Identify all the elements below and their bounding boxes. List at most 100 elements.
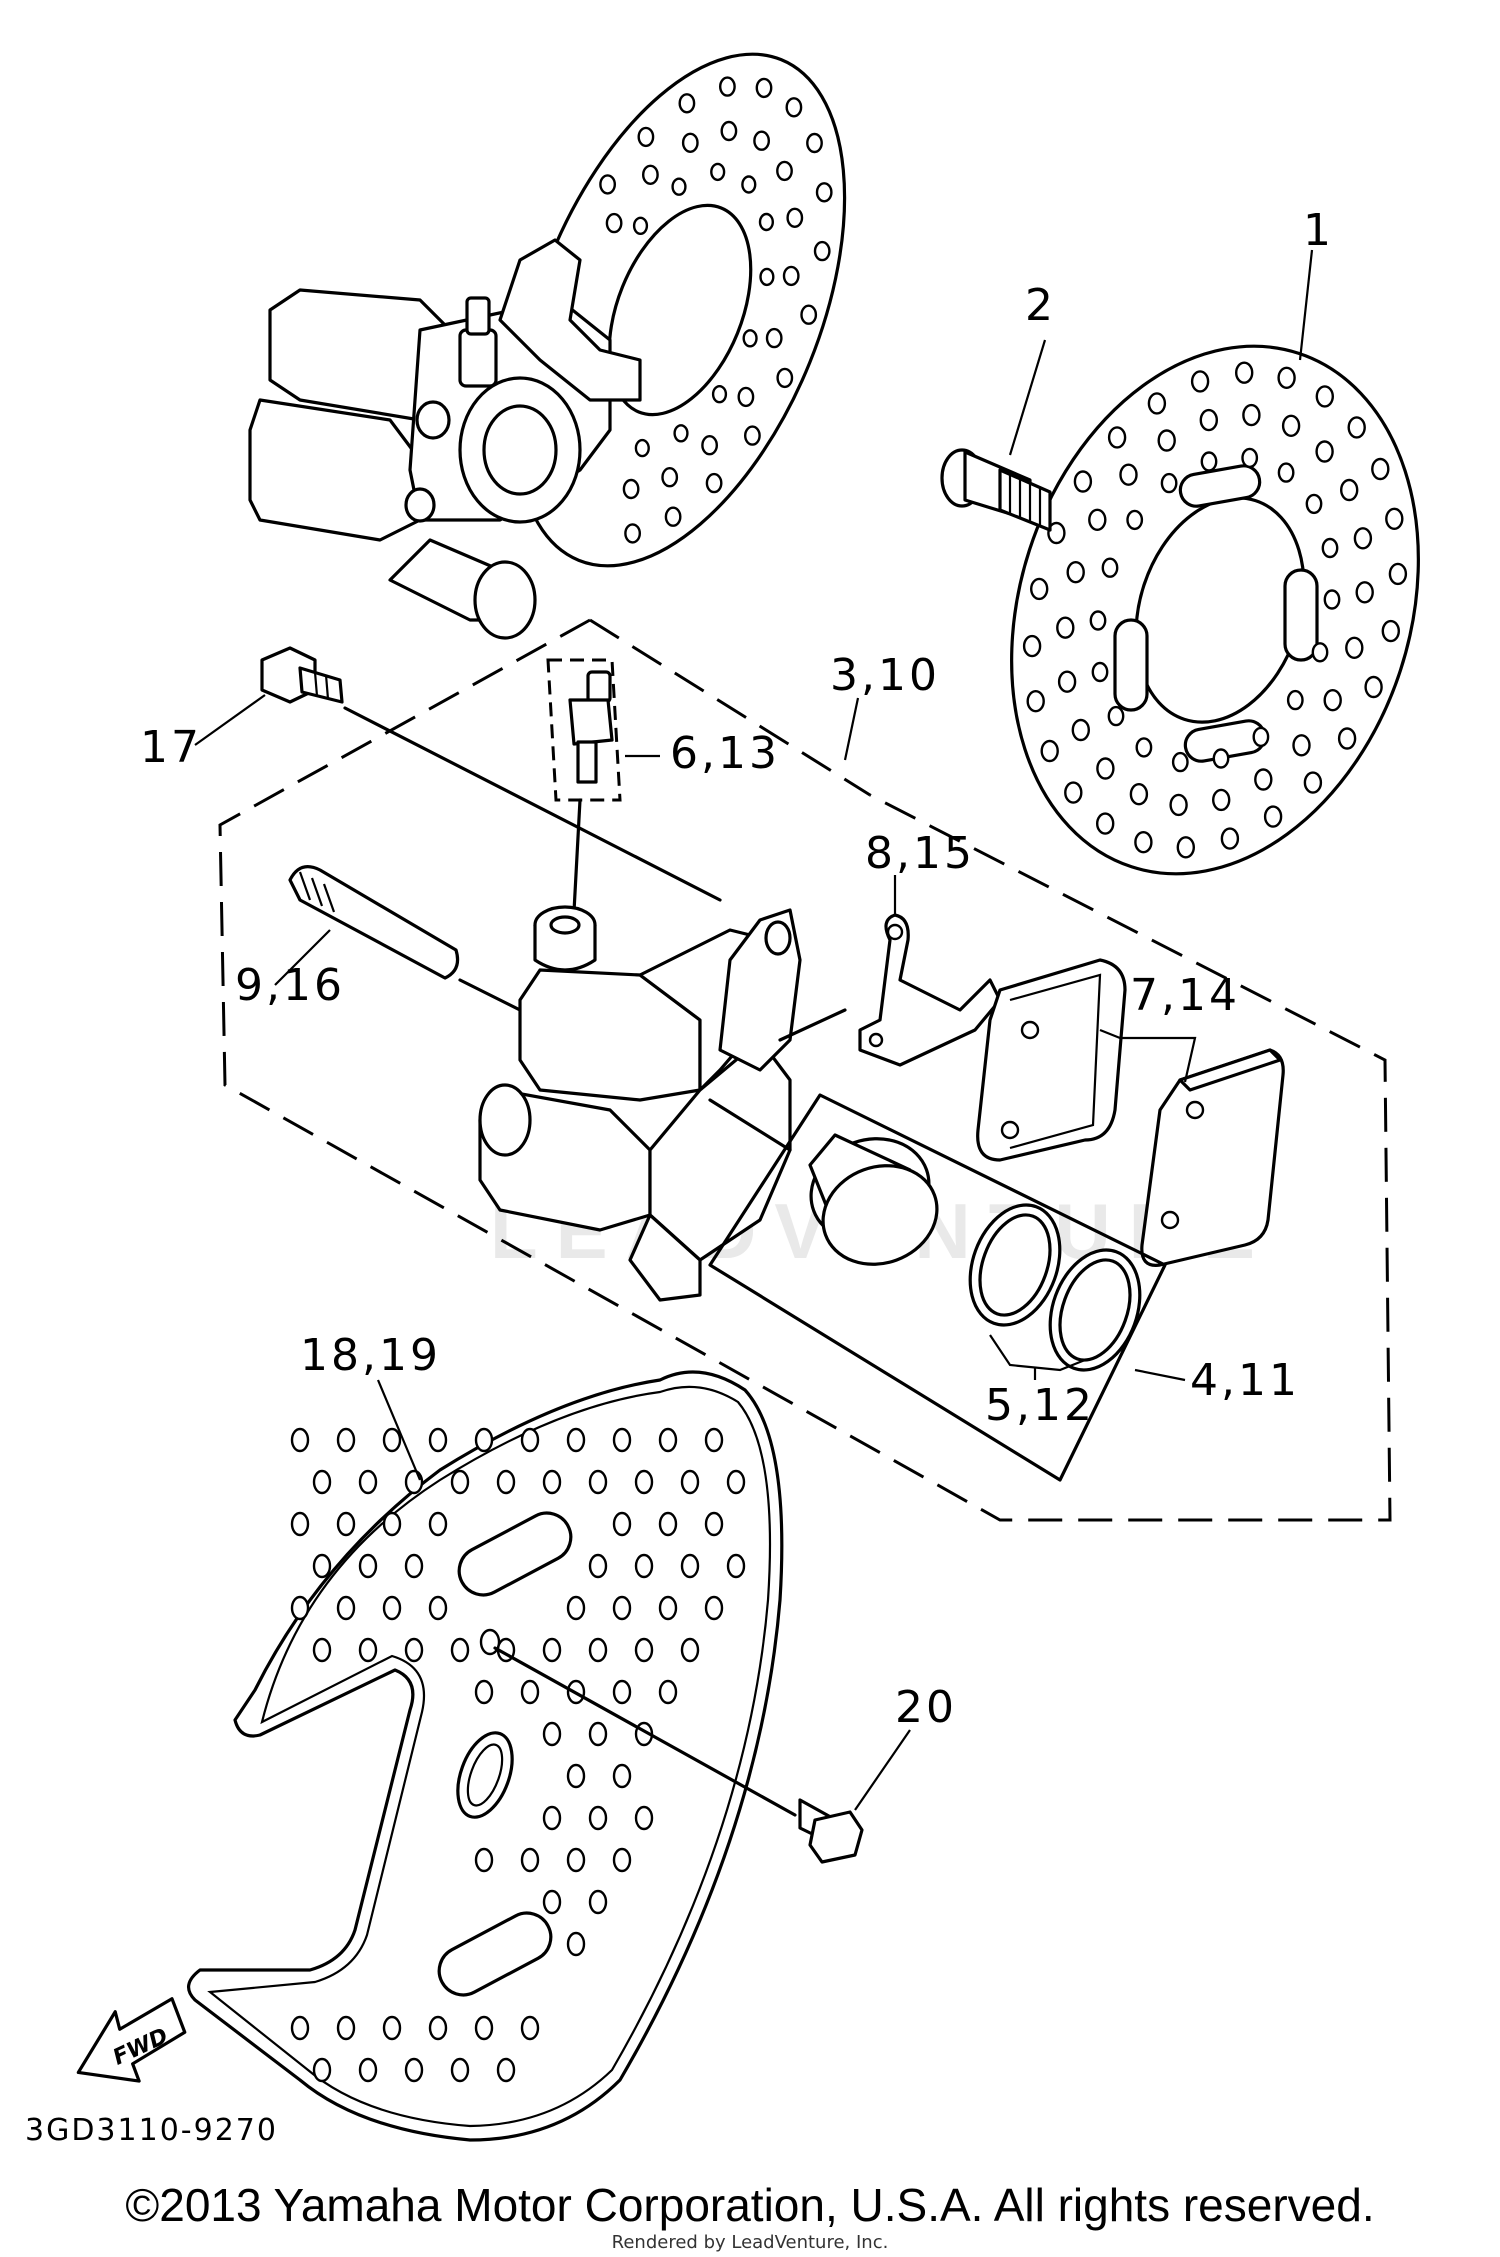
drilled-hole [1147, 392, 1167, 415]
label-1: 1 [1303, 205, 1334, 256]
drilled-hole [1160, 472, 1178, 494]
drilled-hole [624, 523, 641, 544]
drilled-hole [1323, 589, 1341, 610]
drilled-hole [782, 265, 800, 287]
drilled-hole [1303, 771, 1323, 794]
drilled-hole [428, 2015, 448, 2041]
drilled-hole [1339, 478, 1359, 502]
drilled-hole [1321, 537, 1339, 559]
drilled-hole [520, 1679, 540, 1705]
label-5-12: 5,12 [985, 1380, 1095, 1431]
drilled-hole [622, 478, 640, 500]
drilled-hole [382, 2015, 402, 2041]
drilled-hole [1040, 739, 1059, 763]
caliper-assembly-outline-top [589, 618, 871, 797]
drilled-hole [428, 1511, 448, 1537]
drilled-hole [634, 1805, 654, 1831]
copyright-notice: ©2013 Yamaha Motor Corporation, U.S.A. A… [125, 2179, 1375, 2231]
drilled-hole [358, 1469, 378, 1495]
drilled-hole [1385, 507, 1404, 530]
drilled-hole [806, 132, 823, 154]
bolt-part-20 [798, 1798, 864, 1864]
drilled-hole [1254, 768, 1273, 791]
drilled-hole [1190, 370, 1210, 393]
drilled-hole [1364, 675, 1383, 699]
drilled-hole [404, 1637, 424, 1663]
drilled-hole [658, 1427, 678, 1453]
drilled-hole [701, 435, 718, 456]
drilled-hole [1263, 805, 1283, 828]
drilled-hole [704, 1511, 724, 1537]
drilled-hole [358, 2057, 378, 2083]
drilled-hole [1171, 751, 1189, 773]
drilled-hole [612, 1763, 632, 1789]
drilled-hole [1057, 670, 1077, 693]
drilled-hole [1234, 361, 1254, 384]
drilled-hole [358, 1553, 378, 1579]
drilled-hole [1119, 463, 1138, 486]
drilled-hole [758, 212, 775, 232]
drilled-hole [382, 1427, 402, 1453]
drilled-hole [1066, 561, 1085, 584]
drilled-hole [496, 2057, 516, 2083]
brake-pad-part-7 [976, 958, 1285, 1267]
drilled-hole [1292, 734, 1311, 757]
drilled-hole [680, 1469, 700, 1495]
drilled-hole [1056, 616, 1075, 639]
bolt-part-17 [260, 646, 722, 902]
drilled-hole [634, 1553, 654, 1579]
label-18-19: 18,19 [300, 1330, 441, 1381]
drilled-hole [566, 1595, 586, 1621]
drilled-hole [520, 1427, 540, 1453]
drilled-hole [542, 1469, 562, 1495]
drilled-hole [737, 386, 755, 408]
drilled-hole [705, 472, 723, 494]
label-4-11: 4,11 [1190, 1355, 1300, 1406]
drilled-hole [680, 1553, 700, 1579]
label-2: 2 [1025, 280, 1056, 331]
drilled-hole [496, 1469, 516, 1495]
drilled-hole [612, 1679, 632, 1705]
drilled-hole [1323, 689, 1342, 712]
brake-disc-part-1 [1010, 344, 1420, 876]
drilled-hole [637, 126, 655, 148]
drilled-hole [605, 212, 623, 234]
drilled-hole [612, 1427, 632, 1453]
drilled-hole [1073, 470, 1093, 493]
drilled-hole [566, 1427, 586, 1453]
disc-guard-part-18 [187, 1370, 797, 2142]
drilled-hole [744, 425, 761, 446]
drilled-hole [1347, 416, 1366, 439]
drilled-hole [588, 1805, 608, 1831]
caliper-assembly-outline [218, 618, 1392, 1522]
drilled-hole [776, 367, 794, 389]
drilled-hole [450, 2057, 470, 2083]
drilled-hole [755, 77, 773, 99]
drilled-hole [542, 1889, 562, 1915]
part-labels: 1 2 3,10 17 6,13 8,15 9,16 7,14 18,19 4,… [140, 205, 1334, 1733]
drilled-hole [1355, 581, 1374, 604]
drilled-hole [290, 1511, 310, 1537]
drilled-hole [1071, 718, 1091, 742]
drilled-hole [1252, 726, 1270, 748]
drilled-hole [759, 267, 775, 287]
drilled-hole [588, 1721, 608, 1747]
drilled-hole [450, 1637, 470, 1663]
drilled-hole [312, 1637, 332, 1663]
drilled-hole [358, 1637, 378, 1663]
drilled-hole [428, 1595, 448, 1621]
drilled-hole [1371, 457, 1390, 481]
drilled-hole [1095, 812, 1115, 835]
drilled-hole [566, 1763, 586, 1789]
drilled-hole [634, 438, 650, 458]
drilled-hole [612, 1595, 632, 1621]
drilled-hole [1345, 636, 1364, 659]
drilled-hole [542, 1805, 562, 1831]
drilled-hole [1353, 527, 1373, 550]
drilled-hole [542, 1721, 562, 1747]
drilled-hole [1134, 831, 1153, 854]
drilled-hole [1281, 414, 1301, 437]
drilled-hole [566, 1847, 586, 1873]
drilled-hole [710, 162, 726, 182]
drilled-hole [1129, 783, 1149, 806]
